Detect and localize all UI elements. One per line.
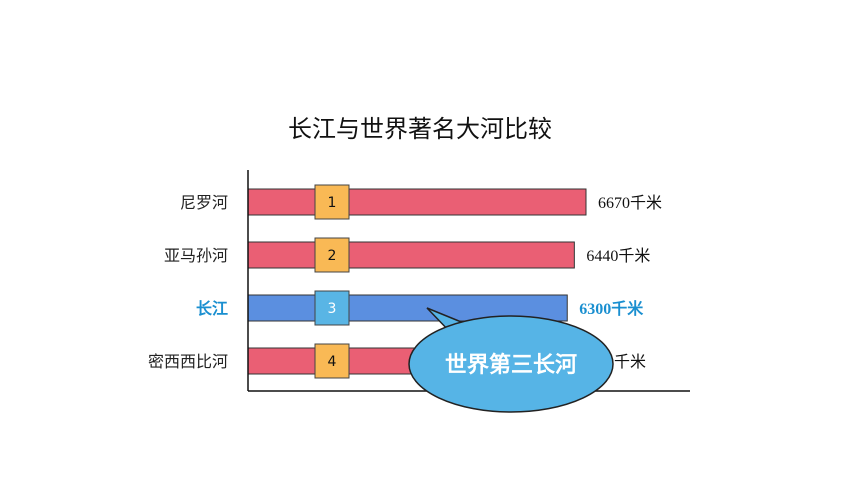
value-label: 6300千米 — [579, 299, 644, 318]
bar-2 — [247, 241, 575, 269]
category-label: 密西西比河 — [148, 352, 228, 371]
category-label: 长江 — [196, 299, 228, 318]
rank-box — [314, 290, 350, 326]
rank-number: 4 — [328, 354, 337, 370]
callout-bubble — [408, 315, 614, 413]
bar-1 — [247, 188, 587, 216]
callout-text: 世界第三长河 — [445, 352, 577, 378]
rank-box — [314, 237, 350, 273]
value-label: 6440千米 — [586, 247, 650, 265]
category-label: 亚马孙河 — [164, 246, 228, 265]
chart-title: 长江与世界著名大河比较 — [288, 115, 552, 143]
rank-number: 2 — [328, 248, 337, 264]
rank-box — [314, 184, 350, 220]
category-label: 尼罗河 — [180, 193, 228, 212]
rank-box — [314, 343, 350, 379]
value-label: 6670千米 — [598, 194, 662, 212]
callout: 世界第三长河 — [408, 307, 614, 413]
value-label: 千米 — [614, 353, 646, 371]
rank-number: 3 — [328, 301, 337, 317]
callout-pointer-join — [450, 328, 476, 343]
rank-number: 1 — [328, 195, 337, 211]
